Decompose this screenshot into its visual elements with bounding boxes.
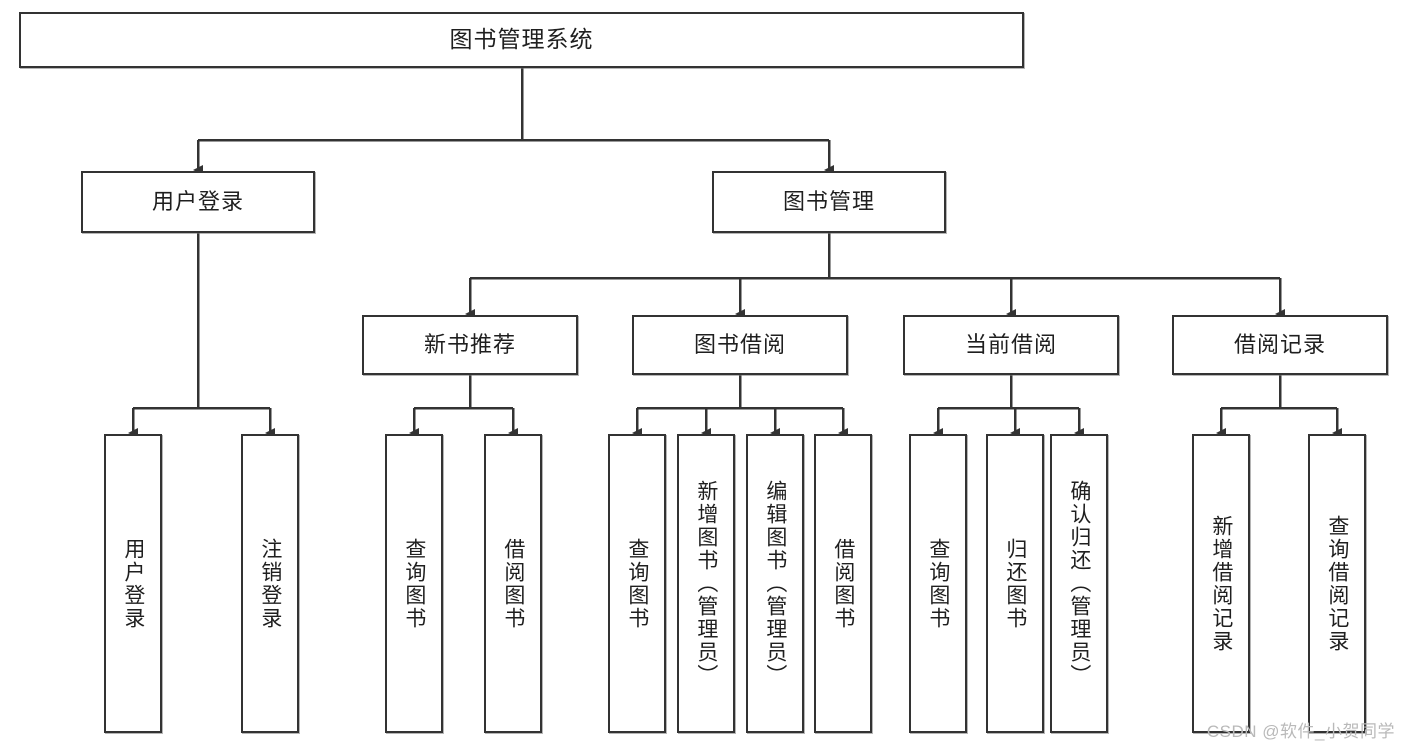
node-n-query[interactable]: 查询图书 bbox=[385, 434, 443, 733]
node-label: 图书借阅 bbox=[693, 331, 786, 357]
node-c-confirm[interactable]: 确认归还（管理员） bbox=[1050, 434, 1108, 733]
node-newbook[interactable]: 新书推荐 bbox=[362, 315, 578, 375]
node-label: 借阅图书 bbox=[831, 537, 855, 630]
node-label: 新书推荐 bbox=[423, 331, 516, 357]
node-label: 图书管理 bbox=[782, 188, 875, 214]
node-current[interactable]: 当前借阅 bbox=[903, 315, 1119, 375]
node-label: 借阅记录 bbox=[1233, 331, 1326, 357]
node-label: 查询图书 bbox=[402, 537, 426, 630]
node-label: 用户登录 bbox=[151, 188, 244, 214]
node-l-login[interactable]: 用户登录 bbox=[104, 434, 162, 733]
node-c-return[interactable]: 归还图书 bbox=[986, 434, 1044, 733]
node-bookmgmt[interactable]: 图书管理 bbox=[712, 171, 946, 233]
node-r-query[interactable]: 查询借阅记录 bbox=[1308, 434, 1366, 733]
node-label: 确认归还（管理员） bbox=[1067, 480, 1091, 687]
node-label: 归还图书 bbox=[1003, 537, 1027, 630]
node-b-add[interactable]: 新增图书（管理员） bbox=[677, 434, 735, 733]
node-label: 用户登录 bbox=[121, 537, 145, 630]
node-l-logout[interactable]: 注销登录 bbox=[241, 434, 299, 733]
node-r-add[interactable]: 新增借阅记录 bbox=[1192, 434, 1250, 733]
node-n-borrow[interactable]: 借阅图书 bbox=[484, 434, 542, 733]
node-label: 查询图书 bbox=[625, 537, 649, 630]
node-b-query[interactable]: 查询图书 bbox=[608, 434, 666, 733]
node-login[interactable]: 用户登录 bbox=[81, 171, 315, 233]
node-label: 查询图书 bbox=[926, 537, 950, 630]
node-label: 图书管理系统 bbox=[449, 26, 594, 53]
node-b-edit[interactable]: 编辑图书（管理员） bbox=[746, 434, 804, 733]
node-borrow[interactable]: 图书借阅 bbox=[632, 315, 848, 375]
node-label: 当前借阅 bbox=[964, 331, 1057, 357]
node-label: 新增借阅记录 bbox=[1209, 514, 1233, 653]
node-label: 查询借阅记录 bbox=[1325, 514, 1349, 653]
node-root[interactable]: 图书管理系统 bbox=[19, 12, 1024, 68]
node-label: 新增图书（管理员） bbox=[694, 480, 718, 687]
node-b-lend[interactable]: 借阅图书 bbox=[814, 434, 872, 733]
node-label: 注销登录 bbox=[258, 537, 282, 630]
node-c-query[interactable]: 查询图书 bbox=[909, 434, 967, 733]
node-records[interactable]: 借阅记录 bbox=[1172, 315, 1388, 375]
watermark-label: CSDN @软件_小贺同学 bbox=[1206, 722, 1395, 741]
node-label: 借阅图书 bbox=[501, 537, 525, 630]
node-label: 编辑图书（管理员） bbox=[763, 480, 787, 687]
